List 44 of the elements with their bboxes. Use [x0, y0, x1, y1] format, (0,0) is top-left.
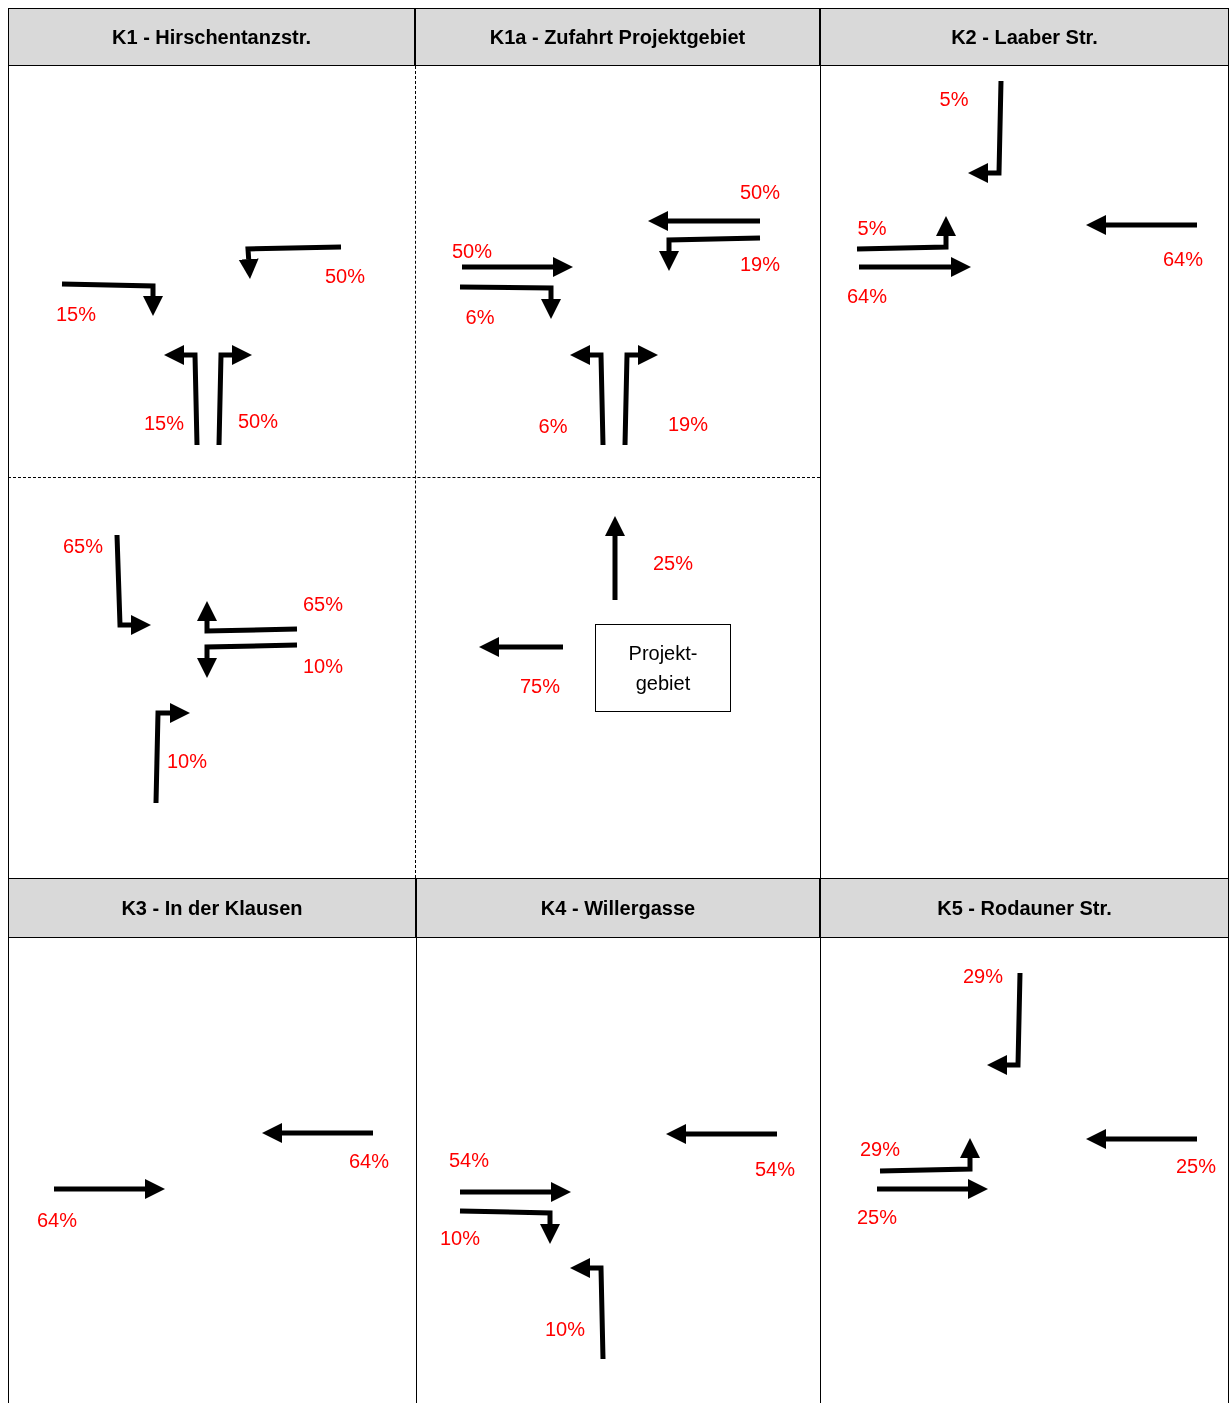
percentage-label: 25%	[857, 1207, 897, 1227]
header-cell	[415, 8, 820, 66]
percentage-label: 5%	[857, 218, 887, 238]
header-cell	[8, 8, 415, 66]
percentage-label: 64%	[1163, 249, 1203, 269]
percentage-label: 19%	[740, 254, 780, 274]
percentage-label: 10%	[303, 656, 343, 676]
percentage-label: 50%	[238, 411, 278, 431]
header-cell	[416, 878, 820, 938]
percentage-label: 15%	[56, 304, 96, 324]
percentage-label: 64%	[37, 1210, 77, 1230]
percentage-label: 65%	[303, 594, 343, 614]
header-title: K1 - Hirschentanzstr.	[112, 25, 311, 50]
percentage-label: 50%	[452, 241, 492, 261]
percentage-label: 15%	[144, 413, 184, 433]
percentage-label: 50%	[325, 266, 365, 286]
percentage-label: 6%	[538, 416, 568, 436]
percentage-label: 50%	[740, 182, 780, 202]
header-title: K3 - In der Klausen	[121, 896, 303, 921]
header-title: K1a - Zufahrt Projektgebiet	[489, 25, 746, 50]
percentage-label: 54%	[755, 1159, 795, 1179]
percentage-label: 64%	[847, 286, 887, 306]
percentage-label: 5%	[939, 89, 969, 109]
percentage-label: 19%	[668, 414, 708, 434]
percentage-label: 10%	[545, 1319, 585, 1339]
percentage-label: 25%	[653, 553, 693, 573]
header-title: K2 - Laaber Str.	[951, 25, 1098, 50]
percentage-label: 29%	[963, 966, 1003, 986]
header-cell	[820, 878, 1229, 938]
percentage-label: 6%	[465, 307, 495, 327]
percentage-label: 54%	[449, 1150, 489, 1170]
header-cell	[8, 878, 416, 938]
percentage-label: 75%	[520, 676, 560, 696]
percentage-label: 25%	[1176, 1156, 1216, 1176]
header-title: K4 - Willergasse	[540, 896, 696, 921]
percentage-label: 64%	[349, 1151, 389, 1171]
area-label: Projekt- gebiet	[627, 641, 699, 696]
percentage-label: 10%	[440, 1228, 480, 1248]
area-box	[595, 624, 731, 712]
header-cell	[820, 8, 1229, 66]
percentage-label: 29%	[860, 1139, 900, 1159]
header-title: K5 - Rodauner Str.	[937, 896, 1112, 921]
percentage-label: 10%	[167, 751, 207, 771]
percentage-label: 65%	[63, 536, 103, 556]
